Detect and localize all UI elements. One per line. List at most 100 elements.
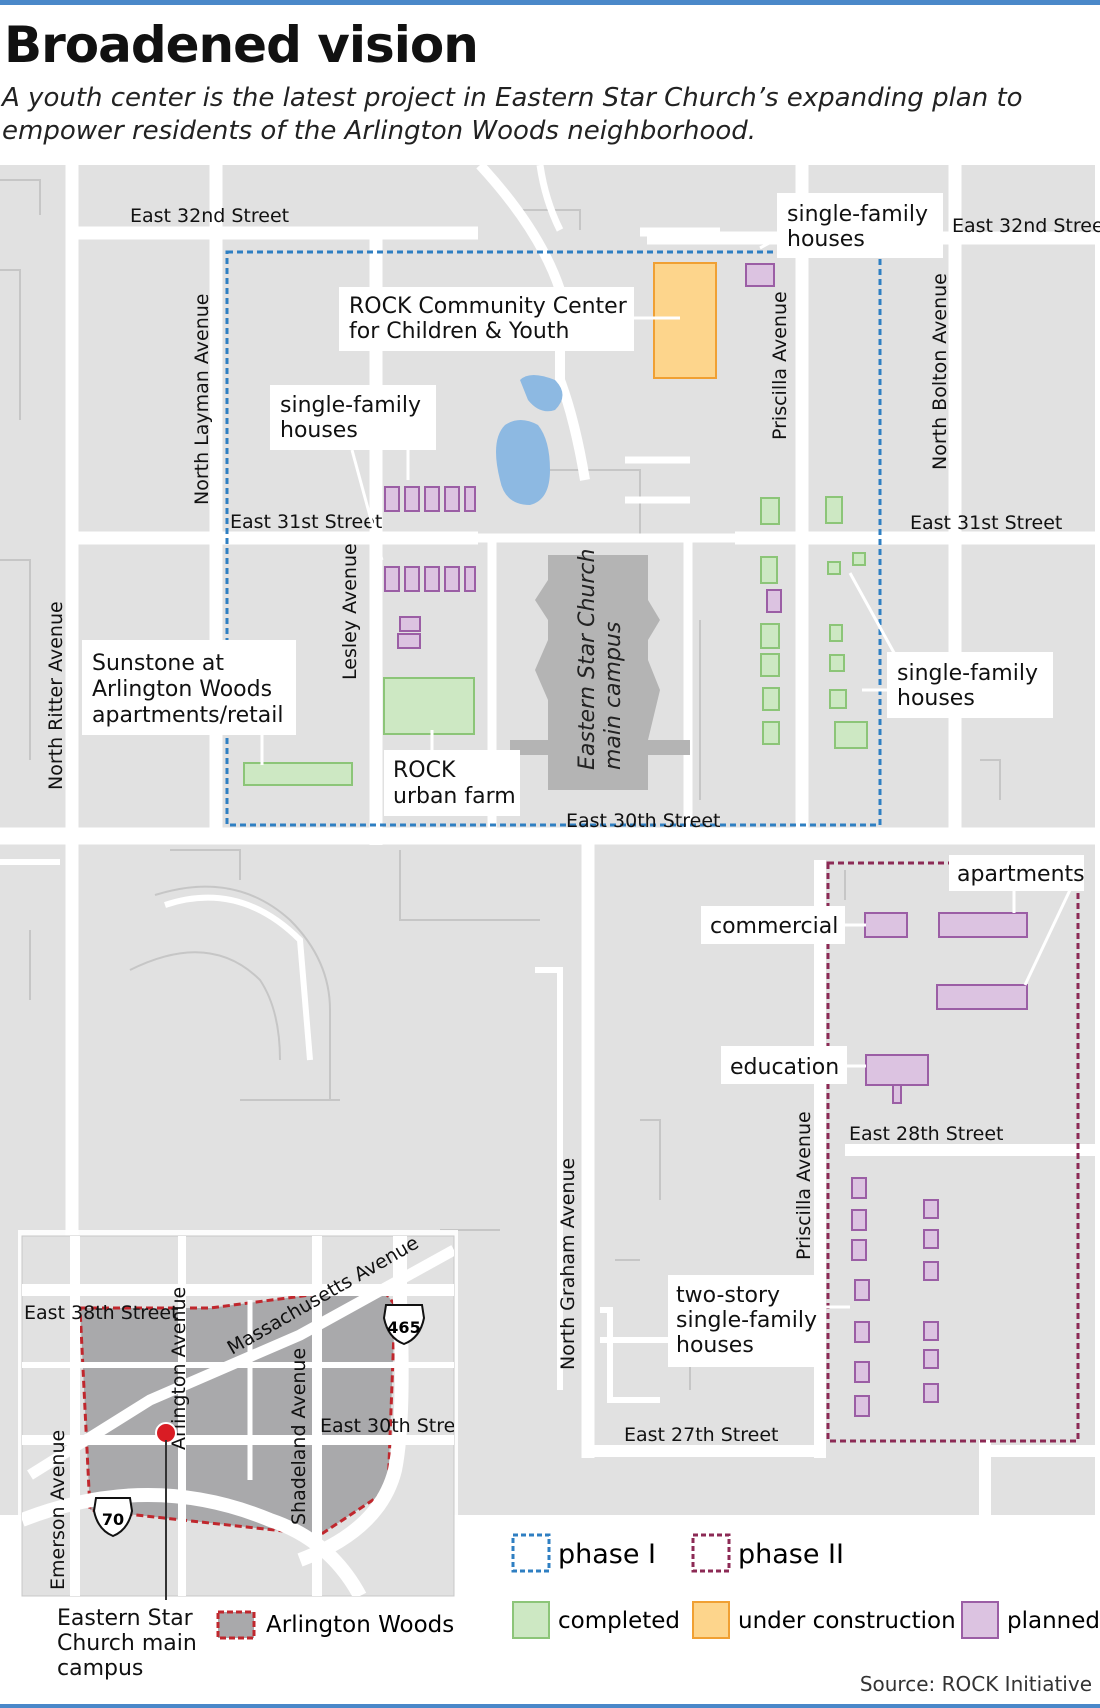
legend-construction-label: under construction [738,1608,956,1634]
inset-callout-campus [48,1600,202,1690]
legend-arlington-label: Arlington Woods [266,1612,454,1638]
svg-text:Eastern Star: Eastern Star [57,1606,194,1631]
legend-phase1-label: phase I [558,1539,656,1570]
callout-apartments-text: apartments [957,862,1085,887]
inset-label-arlington: Arlington Avenue [168,1287,190,1450]
svg-text:two-story: two-story [676,1283,780,1308]
svg-text:ROCK: ROCK [393,758,456,783]
legend-phase2-label: phase II [738,1539,844,1570]
svg-text:houses: houses [897,686,975,711]
callout-commercial-text: commercial [710,914,838,939]
label-north-bolton: North Bolton Avenue [929,273,951,470]
interstate-465-shield: 465 [382,1304,426,1346]
svg-text:Church main: Church main [57,1631,197,1656]
commercial-building [864,912,908,938]
legend-phase2-swatch [691,1533,731,1573]
callout-apartments [949,855,1084,891]
legend-arlington-swatch [216,1610,256,1640]
callout-sfh-left [270,385,436,450]
callout-two-story-line2: single-family [676,1308,817,1333]
svg-text:apartments/retail: apartments/retail [92,703,283,728]
inset-callout-line3: campus [57,1656,143,1681]
apartment-building-2 [936,984,1028,1010]
label-east-28th: East 28th Street [849,1123,1003,1145]
inset-i70-number: 70 [102,1510,124,1529]
svg-text:ROCK Community Center: ROCK Community Center [349,294,628,319]
callout-education [721,1046,847,1084]
callout-two-story-line1: two-story [676,1283,780,1308]
callout-sunstone-line2: Arlington Woods [92,677,272,702]
svg-text:campus: campus [57,1656,143,1681]
svg-text:single-family: single-family [676,1308,817,1333]
label-lesley: Lesley Avenue [339,543,361,680]
callout-sfh-right [887,652,1053,718]
callout-sunstone-line3: apartments/retail [92,703,283,728]
inset-label-shadeland: Shadeland Avenue [288,1348,310,1525]
label-east-27th: East 27th Street [624,1424,778,1446]
svg-text:single-family: single-family [897,661,1038,686]
source-credit: Source: ROCK Initiative [859,1672,1092,1696]
callout-sfh-left-line2: houses [280,418,358,443]
callout-sfh-left-line1: single-family [280,393,421,418]
callout-education-text: education [730,1055,839,1080]
callout-sfh-top-right [777,193,943,258]
label-east-32nd-right: East 32nd Street [952,215,1100,237]
label-east-30th: East 30th Street [566,810,720,832]
callout-urban-farm-line2: urban farm [393,784,516,809]
label-north-ritter: North Ritter Avenue [45,601,67,790]
inset-label-east-30th: East 30th Street [320,1415,474,1437]
callout-sfh-top-right-line1: single-family [787,202,928,227]
education-building [865,1054,929,1086]
campus-label-line2: main campus [601,622,626,770]
rock-urban-farm-plot [383,677,475,735]
svg-text:Sunstone at: Sunstone at [92,651,224,676]
inset-label-east-38th: East 38th Street [24,1302,178,1324]
legend-planned-swatch [961,1601,999,1639]
bottom-rule [0,1704,1100,1708]
callout-sunstone [82,640,296,735]
callout-sfh-top-right-line2: houses [787,227,865,252]
svg-text:urban farm: urban farm [393,784,516,809]
callout-urban-farm [384,750,520,816]
label-priscilla-bottom: Priscilla Avenue [793,1111,815,1260]
inset-i465-number: 465 [387,1318,420,1337]
planned-buildings [384,263,1028,1417]
interstate-70-shield: 70 [92,1497,134,1538]
callout-sfh-right-line2: houses [897,686,975,711]
inset-label-emerson: Emerson Avenue [47,1430,69,1590]
legend: Arlington Woods phase I phase II complet… [216,1533,1100,1640]
svg-text:single-family: single-family [787,202,928,227]
label-north-layman: North Layman Avenue [191,294,213,505]
campus-label-line1: Eastern Star Church [575,549,600,770]
callout-rock-center [339,287,634,351]
svg-text:houses: houses [676,1333,754,1358]
svg-text:single-family: single-family [280,393,421,418]
sunstone-building [243,762,353,786]
rock-community-center [653,262,717,379]
callout-two-story [668,1275,822,1367]
legend-planned-label: planned [1007,1608,1100,1634]
callout-two-story-line3: houses [676,1333,754,1358]
page-title: Broadened vision [4,16,479,74]
inset-callout-line1: Eastern Star [57,1606,194,1631]
legend-completed-swatch [512,1601,550,1639]
inset-callout-line2: Church main [57,1631,197,1656]
label-north-graham: North Graham Avenue [557,1158,579,1370]
page-subtitle: A youth center is the latest project in … [2,83,1023,146]
label-east-32nd-left: East 32nd Street [130,205,289,227]
callout-urban-farm-line1: ROCK [393,758,456,783]
svg-text:Eastern Star Church main: Eastern Star Church main campus [575,542,626,770]
inset-locator-map: East 38th Street Arlington Avenue Massac… [18,1230,474,1612]
church-campus: Eastern Star Church main campus [510,542,690,790]
svg-text:Arlington Woods: Arlington Woods [92,677,272,702]
callout-rock-center-line2: for Children & Youth [349,319,569,344]
label-priscilla-top: Priscilla Avenue [769,291,791,440]
ponds [496,375,563,505]
svg-text:houses: houses [280,418,358,443]
label-east-31st-left: East 31st Street [230,511,382,533]
callout-sunstone-line1: Sunstone at [92,651,224,676]
label-east-31st-right: East 31st Street [910,512,1062,534]
legend-construction-swatch [692,1601,730,1639]
svg-text:for Children & Youth: for Children & Youth [349,319,569,344]
